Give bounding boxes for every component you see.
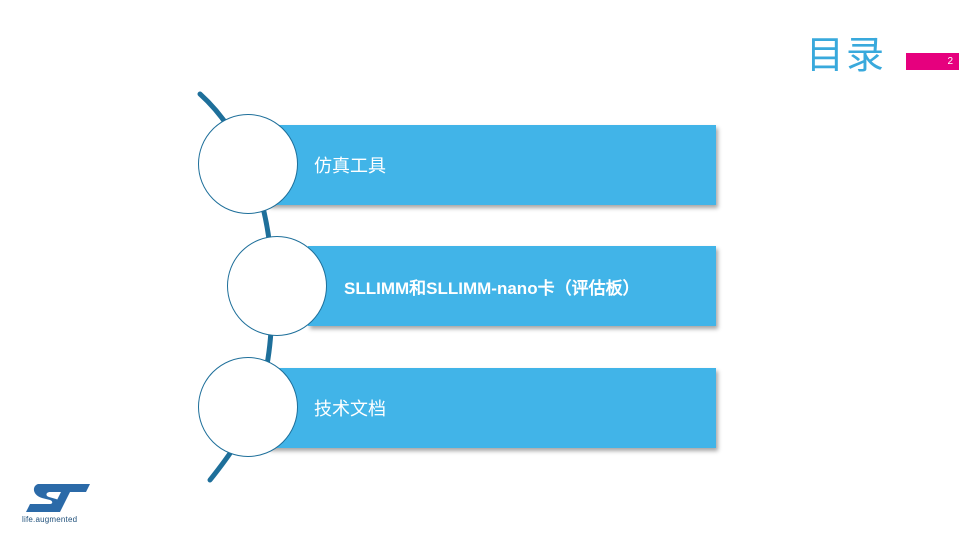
- agenda-marker-circle-3: [198, 357, 298, 457]
- agenda-marker-circle-2: [227, 236, 327, 336]
- logo-tagline: life.augmented: [22, 515, 78, 524]
- agenda-item-label: 技术文档: [314, 399, 386, 420]
- agenda-item-label: 仿真工具: [314, 156, 386, 177]
- agenda-item-2[interactable]: SLLIMM和SLLIMM-nano卡（评估板）: [308, 246, 716, 326]
- slide-title: 目录: [806, 33, 887, 77]
- agenda-marker-circle-1: [198, 114, 298, 214]
- agenda-item-1[interactable]: 仿真工具: [268, 125, 716, 205]
- st-logo-icon: [26, 484, 90, 512]
- page-number-badge: 2: [906, 53, 959, 70]
- agenda-item-3[interactable]: 技术文档: [268, 368, 716, 448]
- agenda-item-label: SLLIMM和SLLIMM-nano卡（评估板）: [344, 278, 640, 298]
